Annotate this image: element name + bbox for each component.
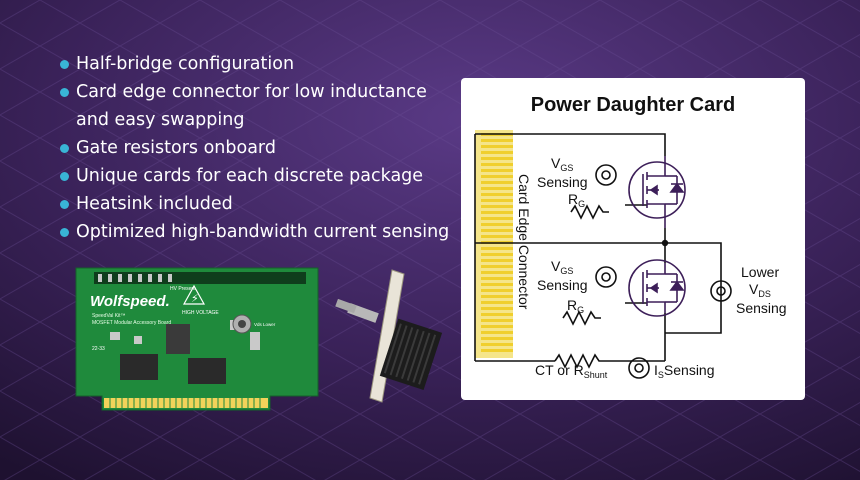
bullet-item: Optimized high-bandwidth current sensing bbox=[58, 218, 458, 246]
board-brand-label: Wolfspeed. bbox=[90, 293, 170, 310]
accessory-board: ⚡ Wolfspeed. SpeedVal Kit™ MOSFET Modula… bbox=[75, 267, 319, 411]
bullet-item: Card edge connector for low inductance bbox=[58, 78, 458, 106]
board-hv-label: HIGH VOLTAGE bbox=[182, 310, 219, 316]
schematic-svg: Card Edge Connector VGS Sensing RG VGS S… bbox=[474, 130, 787, 380]
bullet-text: Heatsink included bbox=[76, 194, 233, 214]
is-sensing-label: ISSensing bbox=[654, 362, 715, 380]
bullet-item: Unique cards for each discrete package bbox=[58, 162, 458, 190]
bullet-item: Half-bridge configuration bbox=[58, 50, 458, 78]
board-subtitle-2: MOSFET Modular Accessory Board bbox=[92, 320, 171, 326]
bullet-item: Gate resistors onboard bbox=[58, 134, 458, 162]
bottom-vgs-sensing-label: Sensing bbox=[537, 277, 588, 293]
top-gate-resistor-icon bbox=[570, 204, 609, 220]
vds-probe-icon bbox=[710, 280, 732, 302]
top-vgs-sensing-label: Sensing bbox=[537, 174, 588, 190]
bullet-text: Optimized high-bandwidth current sensing bbox=[76, 222, 450, 242]
is-probe-icon bbox=[628, 357, 650, 379]
bullet-text: and easy swapping bbox=[76, 110, 245, 130]
top-rg-label: RG bbox=[568, 191, 585, 209]
bottom-gate-resistor-icon bbox=[562, 310, 601, 326]
vds-lower-label: Lower bbox=[741, 264, 779, 280]
bullet-dot-icon bbox=[60, 172, 69, 181]
daughter-card-with-heatsink bbox=[335, 269, 443, 403]
card-edge-connector-fingers bbox=[475, 130, 513, 358]
feature-bullet-list: Half-bridge configuration Card edge conn… bbox=[58, 50, 458, 246]
bullet-dot-icon bbox=[60, 200, 69, 209]
power-daughter-card-diagram: Power Daughter Card bbox=[461, 78, 805, 400]
top-mosfet-symbol bbox=[628, 156, 686, 228]
board-vds-lower-label: Vds Lower bbox=[254, 322, 276, 327]
bottom-vgs-probe-icon bbox=[595, 266, 617, 288]
vds-sensing-label: Sensing bbox=[736, 300, 787, 316]
bullet-dot-icon bbox=[60, 228, 69, 237]
bottom-vgs-label: VGS bbox=[551, 258, 573, 276]
diagram-title: Power Daughter Card bbox=[530, 94, 736, 116]
bullet-dot-icon bbox=[60, 88, 69, 97]
product-photo-illustration: ⚡ Wolfspeed. SpeedVal Kit™ MOSFET Modula… bbox=[75, 267, 443, 411]
shunt-resistor-icon bbox=[554, 353, 603, 369]
connector-label: Card Edge Connector bbox=[516, 174, 532, 310]
bullet-item-continuation: and easy swapping bbox=[58, 106, 458, 134]
gold-edge-fingers bbox=[104, 398, 268, 408]
svg-text:⚡: ⚡ bbox=[191, 292, 199, 305]
bottom-mosfet-symbol bbox=[628, 259, 686, 317]
top-vgs-probe-icon bbox=[595, 164, 617, 186]
ct-shunt-label: CT or RShunt bbox=[535, 362, 608, 380]
bottom-rg-label: RG bbox=[567, 297, 584, 315]
bullet-text: Card edge connector for low inductance bbox=[76, 82, 427, 102]
board-hv-present-label: HV Present bbox=[170, 286, 196, 292]
top-vgs-label: VGS bbox=[551, 155, 573, 173]
vds-label: VDS bbox=[749, 281, 771, 299]
bullet-dot-icon bbox=[60, 60, 69, 69]
bullet-text: Gate resistors onboard bbox=[76, 138, 276, 158]
bullet-dot-icon bbox=[60, 144, 69, 153]
bullet-text: Half-bridge configuration bbox=[76, 54, 295, 74]
node-dot bbox=[661, 239, 669, 247]
board-subtitle-1: SpeedVal Kit™ bbox=[92, 313, 126, 319]
bullet-text: Unique cards for each discrete package bbox=[76, 166, 424, 186]
board-rev-label: 22-33 bbox=[92, 346, 105, 352]
bullet-item: Heatsink included bbox=[58, 190, 458, 218]
